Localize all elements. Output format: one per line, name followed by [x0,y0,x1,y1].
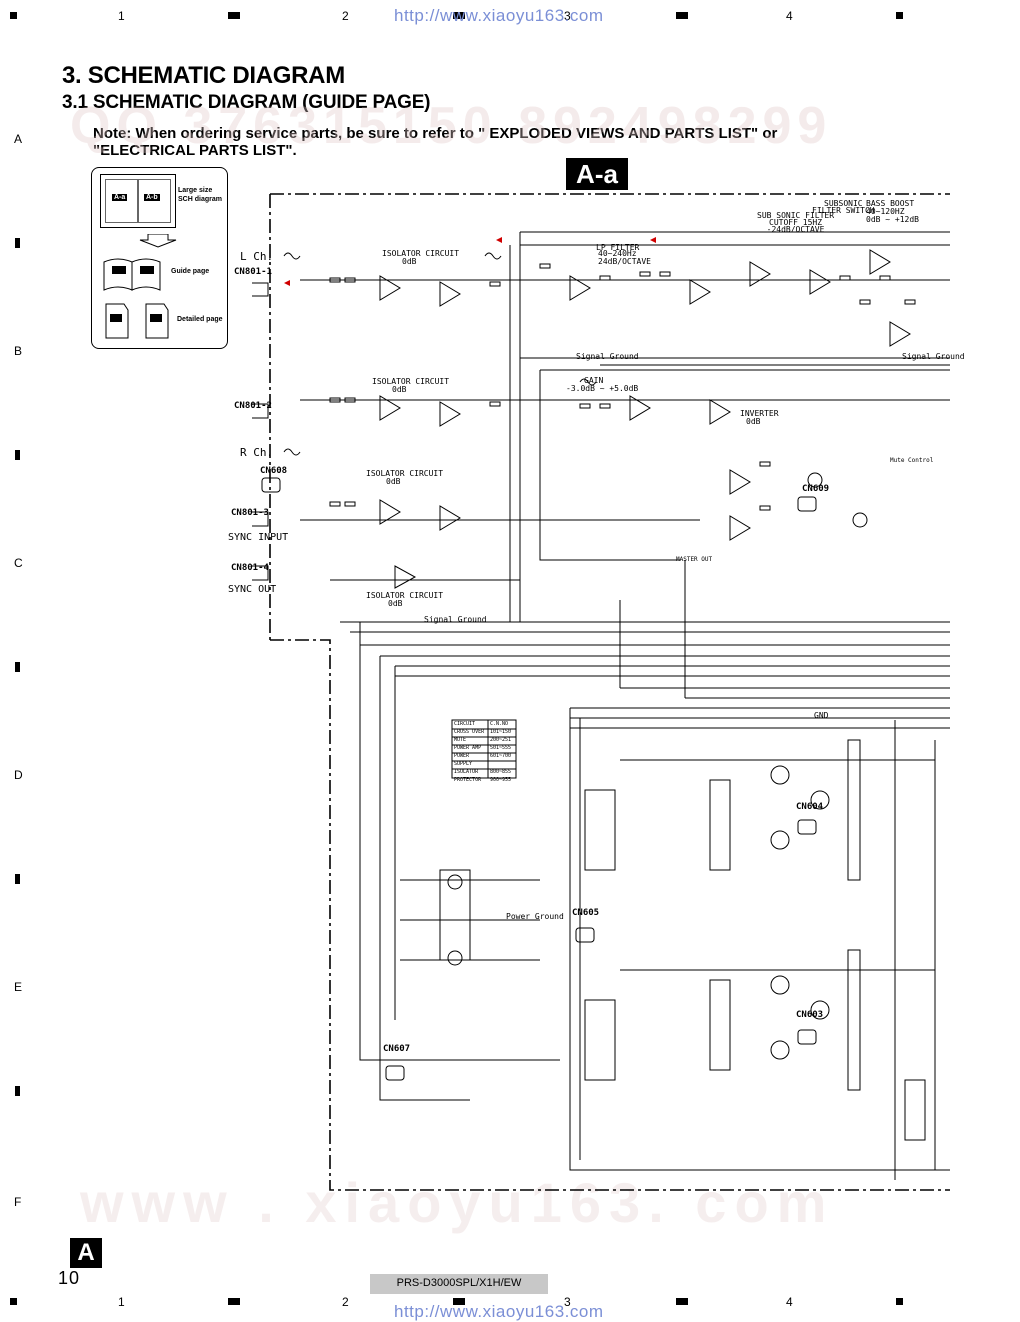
section-a-badge: A [70,1238,102,1268]
isolator-circuit-label: ISOLATOR CIRCUIT [366,469,444,478]
cn801-4-label: CN801-4 [231,563,269,573]
cn605-label: CN605 [572,908,600,918]
note-line-1: Note: When ordering service parts, be su… [93,125,778,142]
isolator-circuit-label: ISOLATOR CIRCUIT [382,249,460,258]
master-out-label: MASTER OUT [676,556,713,563]
registration-mark [10,12,17,19]
cn801-2-label: CN801-2 [234,401,272,411]
registration-mark [453,1298,465,1305]
column-label-2: 2 [342,9,349,23]
lp-filter-detail: 40~240Hz 24dB/OCTAVE [598,249,651,266]
column-label-3: 3 [564,1295,571,1309]
mute-control-label: Mute Control [890,457,934,464]
section-badge: A-a [566,158,628,190]
gain-range-label: -3.0dB ~ +5.0dB [566,384,639,393]
registration-mark [15,874,20,884]
model-number: PRS-D3000SPL/X1H/EW [370,1274,548,1294]
page-subtitle: 3.1 SCHEMATIC DIAGRAM (GUIDE PAGE) [62,92,431,113]
signal-ground-label: Signal Ground [902,352,965,361]
tile-a-a: A-a [112,194,128,201]
cn603-label: CN603 [796,1010,824,1020]
row-label-c: C [14,556,23,570]
gnd-label: GND [814,711,829,720]
subsonic-switch-label: SUBSONIC FILTER SWITCH [812,199,875,215]
registration-mark [896,12,903,19]
row-label-b: B [14,344,23,358]
lp-filter-label: LP FILTER [596,243,640,252]
tile-a-b: A-b [144,194,160,201]
isolator-gain-label: 0dB [392,385,407,394]
power-ground-label: Power Ground [506,912,564,921]
isolator-circuit-label: ISOLATOR CIRCUIT [366,591,444,600]
column-label-4: 4 [786,1295,793,1309]
isolator-circuit-label: ISOLATOR CIRCUIT [372,377,450,386]
registration-mark [676,1298,688,1305]
circuit-table-header: CIRCUIT C.N.NO [454,721,509,727]
footer-url-link[interactable]: http://www.xiaoyu163.com [394,1302,604,1321]
column-label-4: 4 [786,9,793,23]
cn608-label: CN608 [260,466,288,476]
row-label-d: D [14,768,23,782]
large-size-label: Large size SCH diagram [178,187,222,203]
page-title: 3. SCHEMATIC DIAGRAM [62,62,345,89]
inverter-gain-label: 0dB [746,417,761,426]
isolator-gain-label: 0dB [388,599,403,608]
signal-ground-label: Signal Ground [424,615,487,624]
column-label-1: 1 [118,1295,125,1309]
gain-label: GAIN [584,376,604,385]
page-number: 10 [58,1268,81,1288]
registration-mark [15,662,20,672]
guide-box: A-a A-b Large size SCH diagram Guide pag… [91,167,228,349]
cn604-label: CN604 [796,802,824,812]
bass-boost-label: BASS BOOST 40~120HZ 0dB ~ +12dB [866,199,919,224]
cn801-3-label: CN801-3 [231,508,269,518]
detailed-page-label: Detailed page [177,316,223,323]
column-label-2: 2 [342,1295,349,1309]
isolator-gain-label: 0dB [386,477,401,486]
signal-ground-label: Signal Ground [576,352,639,361]
registration-mark [15,450,20,460]
registration-mark [676,12,688,19]
detailed-page-books-icon [105,303,169,339]
sync-input-label: SYNC INPUT [228,532,289,543]
open-book-icon [103,258,161,291]
ordering-note: Note: When ordering service parts, be su… [93,125,893,159]
sub-sonic-filter-label: SUB SONIC FILTER CUTOFF 15HZ -24dB/OCTAV… [757,211,835,234]
note-line-2: "ELECTRICAL PARTS LIST". [93,142,297,159]
cn801-1-label: CN801-1 [234,267,272,277]
cn607-label: CN607 [383,1044,411,1054]
watermark: QQ 376315150 892498299 [70,97,833,155]
left-channel-label: L Ch. [240,250,274,263]
row-label-f: F [14,1195,22,1209]
header-url-link[interactable]: http://www.xiaoyu163.com [394,6,604,25]
registration-mark [15,1086,20,1096]
registration-mark [10,1298,17,1305]
column-label-3: 3 [564,9,571,23]
guide-page-label: Guide page [171,268,210,275]
column-label-1: 1 [118,9,125,23]
registration-mark [228,1298,240,1305]
isolator-gain-label: 0dB [402,257,417,266]
inverter-label: INVERTER [740,409,779,418]
watermark: www . xiaoyu163. com [80,1171,835,1234]
arrow-down-icon [139,234,177,248]
registration-mark [453,12,465,19]
large-sch-thumbnail: A-a A-b [100,174,176,228]
right-channel-label: R Ch. [240,446,274,459]
registration-mark [15,238,20,248]
row-label-a: A [14,132,23,146]
registration-mark [896,1298,903,1305]
cn609-label: CN609 [802,484,830,494]
registration-mark [228,12,240,19]
row-label-e: E [14,980,23,994]
sync-out-label: SYNC OUT [228,584,277,595]
